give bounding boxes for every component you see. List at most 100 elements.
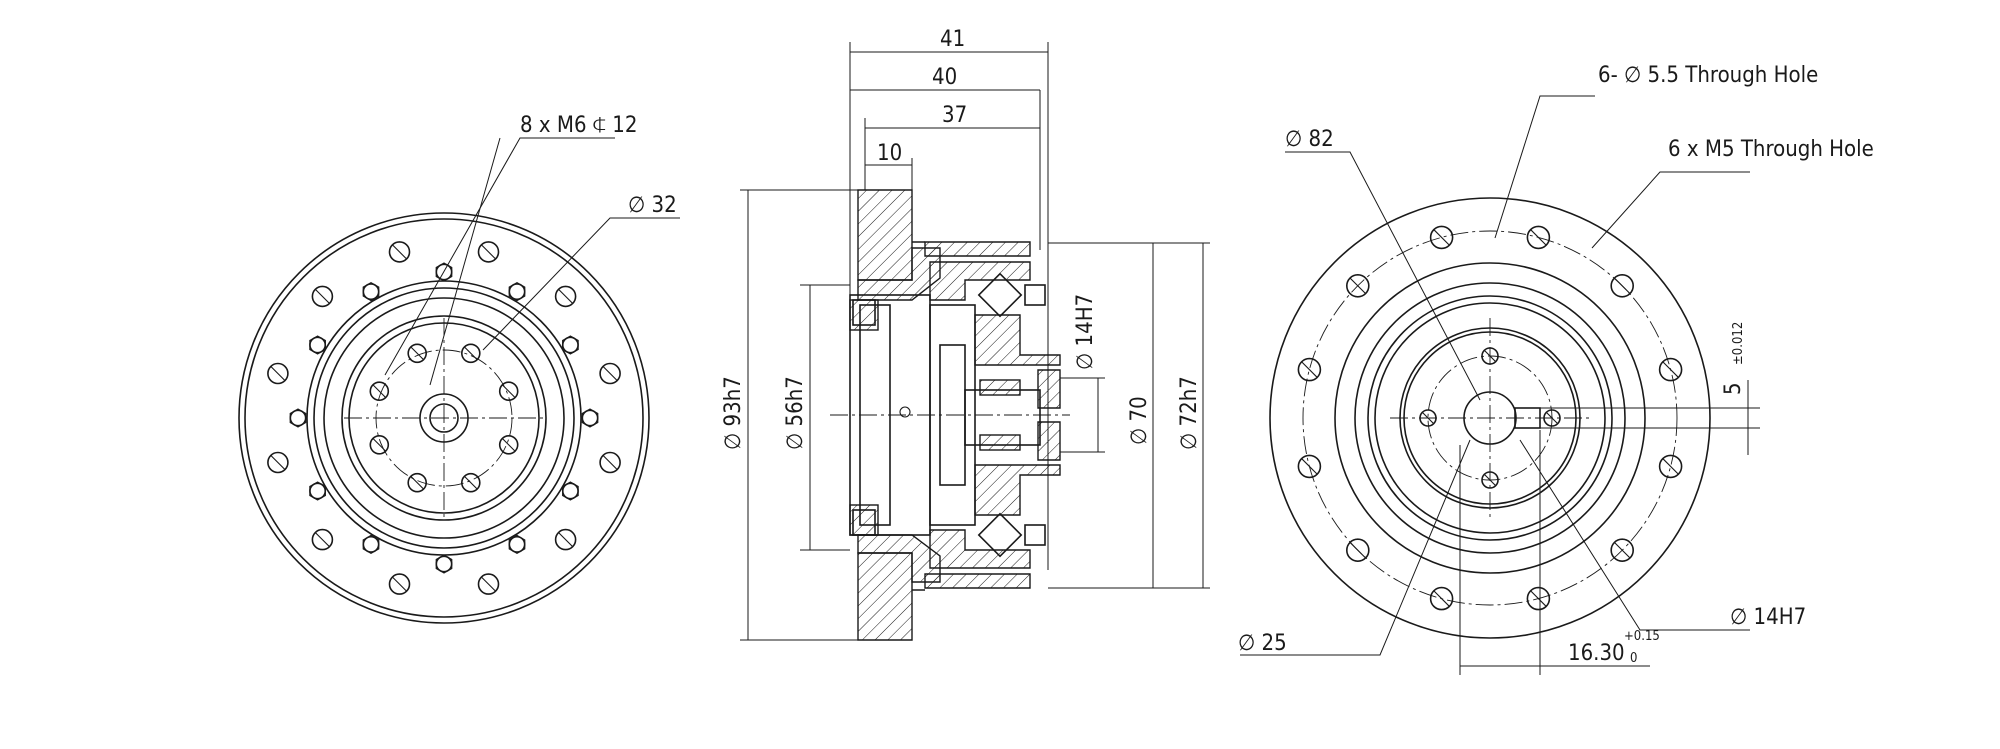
- front-hex-bolt: [581, 409, 599, 427]
- front-thread-hole: [407, 472, 428, 493]
- rear-m5-hole: [1481, 347, 1499, 365]
- rear-through-hole-mark: [1614, 277, 1631, 294]
- front-hex-bolt: [362, 535, 380, 553]
- front-outer-hole-mark: [392, 244, 407, 260]
- rear-through-hole-mark: [1530, 590, 1547, 607]
- front-outer-hole-mark: [602, 366, 618, 381]
- dim-40: 40: [932, 65, 957, 90]
- front-outer-hole: [477, 241, 500, 263]
- front-thread-hole: [498, 381, 519, 402]
- rear-tol-zero: 0: [1630, 651, 1637, 666]
- rear-through-hole: [1526, 225, 1551, 250]
- dim-37: 37: [942, 103, 967, 128]
- rear-m5-hole: [1543, 409, 1561, 427]
- front-hex-bolt: [435, 554, 453, 574]
- dim-41: 41: [940, 27, 965, 52]
- rear-1630-dim: 16.30: [1568, 641, 1625, 666]
- front-hex-bolt: [508, 283, 526, 301]
- front-hex-bolt: [561, 482, 579, 500]
- front-outer-hole: [554, 285, 577, 308]
- front-outer-hole-mark: [558, 532, 573, 547]
- front-outer-hole-mark: [270, 455, 286, 470]
- front-thread-hole: [407, 343, 428, 364]
- front-thread-hole-mark: [502, 438, 516, 452]
- rear-through-hole: [1610, 538, 1634, 563]
- front-outer-hole-mark: [481, 576, 496, 592]
- dim-d93h7: ∅ 93h7: [721, 376, 746, 450]
- rear-through-hole: [1610, 273, 1634, 298]
- front-hex-bolt: [562, 335, 579, 355]
- rear-d25-label: ∅ 25: [1238, 631, 1287, 656]
- rear-through-hole: [1346, 273, 1370, 298]
- front-hex-bolt: [309, 482, 327, 500]
- front-hex-bolt: [508, 535, 526, 553]
- front-thread-holes: [369, 343, 519, 493]
- front-hex-bolt: [435, 262, 453, 282]
- front-hex-bolt: [289, 409, 307, 427]
- rear-through-hole-mark: [1349, 542, 1366, 559]
- front-outer-hole-mark: [481, 244, 496, 260]
- rear-key-tol: ±0.012: [1731, 322, 1746, 365]
- front-hex-bolt: [289, 408, 307, 428]
- dim-d70: ∅ 70: [1127, 396, 1152, 445]
- rear-m5-label: 6 x M5 Through Hole: [1668, 137, 1874, 162]
- rear-through-hole-mark: [1433, 229, 1450, 246]
- front-outer-bolt-holes: [267, 241, 621, 595]
- front-outer-hole-mark: [392, 576, 407, 592]
- front-outer-hole-mark: [315, 532, 330, 547]
- front-thread-hole-mark: [464, 476, 478, 490]
- side-section-view: 41 40 37 10 ∅ 93h7 ∅ 56h7 ∅ 14H7 ∅ 70 ∅ …: [721, 27, 1210, 641]
- front-thread-hole: [369, 381, 390, 402]
- rear-through-hole: [1429, 586, 1454, 611]
- rear-through-hole: [1658, 454, 1683, 479]
- dim-d56h7: ∅ 56h7: [783, 376, 808, 450]
- rear-view: 6- ∅ 5.5 Through Hole 6 x M5 Through Hol…: [1238, 63, 1874, 675]
- front-hex-bolt: [435, 555, 453, 573]
- front-outer-hole: [267, 362, 289, 385]
- front-d32-label: ∅ 32: [628, 193, 677, 218]
- front-hex-bolt: [362, 534, 380, 555]
- rear-through-hole: [1297, 454, 1322, 479]
- front-hex-bolt: [561, 336, 579, 354]
- rear-through-hole-mark: [1301, 458, 1318, 475]
- rear-m5-hole: [1419, 409, 1437, 427]
- front-hex-bolt: [309, 335, 326, 355]
- rear-through-hole-mark: [1349, 277, 1366, 294]
- rear-d14h7-label: ∅ 14H7: [1730, 605, 1806, 630]
- front-thread-hole-mark: [372, 384, 386, 398]
- front-outer-hole: [554, 528, 577, 551]
- front-hex-bolt: [362, 283, 380, 301]
- front-hex-bolt: [508, 281, 526, 302]
- front-thread-hole-mark: [372, 438, 386, 452]
- rear-m5-hole-mark: [1422, 412, 1434, 424]
- rear-through-hole: [1429, 225, 1454, 250]
- rear-through-hole-mark: [1433, 590, 1450, 607]
- front-outer-hole-mark: [602, 455, 618, 470]
- rear-through-hole: [1297, 357, 1322, 382]
- rear-through-hole-mark: [1662, 458, 1679, 475]
- rear-m5-hole: [1481, 471, 1499, 489]
- rear-through-hole-mark: [1530, 229, 1547, 246]
- front-outer-hole: [388, 573, 411, 595]
- rear-through-hole-label: 6- ∅ 5.5 Through Hole: [1598, 63, 1818, 88]
- front-thread-hole-mark: [464, 346, 478, 360]
- front-thread-hole-mark: [502, 384, 516, 398]
- front-hex-bolt: [581, 408, 599, 428]
- front-thread-hole: [369, 434, 390, 455]
- front-outer-hole-mark: [315, 289, 330, 304]
- rear-tol-plus: +0.15: [1624, 629, 1660, 644]
- front-thread-hole: [460, 472, 481, 493]
- rear-m5-hole-mark: [1484, 350, 1496, 362]
- dim-d72h7: ∅ 72h7: [1177, 376, 1202, 450]
- front-hex-bolt: [362, 281, 380, 302]
- front-outer-hole-mark: [270, 366, 286, 381]
- dim-d14h7-side: ∅ 14H7: [1073, 294, 1098, 370]
- front-thread-hole: [498, 434, 519, 455]
- front-outer-hole: [599, 451, 621, 474]
- rear-m5-hole-mark: [1484, 474, 1496, 486]
- rear-d82-label: ∅ 82: [1285, 127, 1334, 152]
- front-thread-hole-mark: [410, 346, 424, 360]
- front-hex-bolt: [435, 263, 453, 281]
- front-outer-hole: [267, 451, 289, 474]
